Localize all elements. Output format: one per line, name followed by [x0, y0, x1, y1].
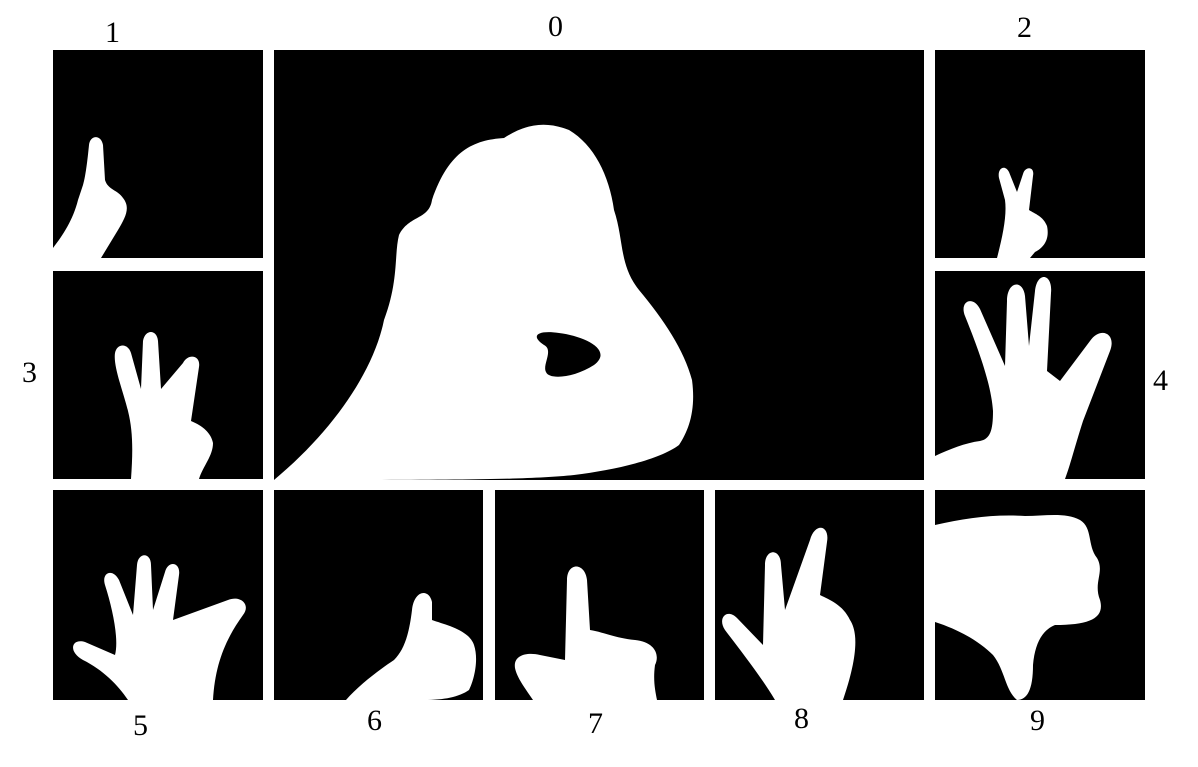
panel-label-0: 0 [548, 10, 563, 43]
hand-silhouette-one-finger-icon [53, 137, 127, 258]
hand-silhouette-thumbs-down-icon [935, 515, 1101, 700]
hand-silhouette-three-fingers-alt-icon [722, 527, 856, 700]
gesture-panel-6 [274, 490, 483, 700]
gesture-panel-3 [53, 271, 263, 479]
panel-label-3: 3 [22, 356, 37, 389]
panel-label-4: 4 [1153, 364, 1168, 397]
gesture-panel-1 [53, 50, 263, 258]
gesture-panel-2 [935, 50, 1145, 258]
gesture-panel-0 [274, 50, 924, 480]
panel-label-8: 8 [794, 702, 809, 735]
panel-label-1: 1 [105, 16, 120, 49]
hand-silhouette-two-fingers-icon [997, 167, 1048, 258]
hand-silhouette-thumbs-up-icon [346, 592, 477, 700]
gesture-panel-4 [935, 271, 1145, 479]
hand-silhouette-fist-icon [274, 124, 694, 480]
panel-label-7: 7 [588, 707, 603, 740]
gesture-panel-5 [53, 490, 263, 700]
panel-label-2: 2 [1017, 11, 1032, 44]
panel-label-6: 6 [367, 704, 382, 737]
panel-label-9: 9 [1030, 704, 1045, 737]
gesture-panel-7 [495, 490, 704, 700]
hand-silhouette-four-fingers-icon [935, 276, 1112, 479]
hand-silhouette-three-fingers-icon [114, 332, 213, 479]
gesture-panel-8 [715, 490, 924, 700]
gesture-panel-9 [935, 490, 1145, 700]
hand-silhouette-open-palm-icon [73, 555, 246, 700]
hand-silhouette-thumb-index-icon [514, 566, 657, 700]
panel-label-5: 5 [133, 709, 148, 742]
